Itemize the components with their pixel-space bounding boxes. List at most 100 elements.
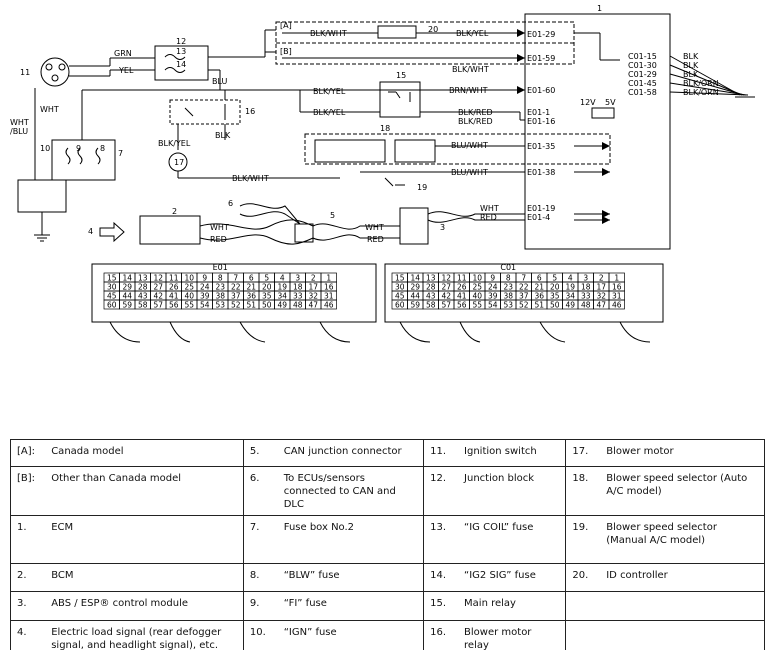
terminal-e01-35: E01-35 bbox=[527, 142, 555, 151]
legend-number: 3. bbox=[10, 591, 46, 621]
connector-pin-number: 10 bbox=[472, 274, 482, 283]
terminal-e01-38: E01-38 bbox=[527, 168, 555, 177]
legend-number: 4. bbox=[10, 620, 46, 650]
legend-text bbox=[600, 620, 766, 650]
connector-pin-number: 39 bbox=[488, 292, 498, 301]
connector-pin-number: 6 bbox=[249, 274, 254, 283]
wire-label-wht-ecm: WHT bbox=[480, 204, 499, 213]
component-number-11: 11 bbox=[20, 68, 30, 77]
connector-pin-number: 9 bbox=[202, 274, 207, 283]
connector-pin-number: 3 bbox=[295, 274, 300, 283]
connector-pin-number: 2 bbox=[599, 274, 604, 283]
legend-text: “IGN” fuse bbox=[277, 620, 425, 650]
connector-pin-number: 55 bbox=[184, 301, 194, 310]
legend-text: Blower motor relay bbox=[458, 620, 567, 650]
component-number-18: 18 bbox=[380, 124, 390, 133]
connector-pin-number: 32 bbox=[308, 292, 318, 301]
ecm-wire-c01-30: BLK bbox=[683, 61, 699, 70]
component-number-17: 17 bbox=[174, 158, 184, 167]
ecm-wire-c01-45: BLK/ORN bbox=[683, 79, 719, 88]
component-number-19: 19 bbox=[417, 183, 427, 192]
connector-pin-number: 45 bbox=[107, 292, 117, 301]
wire-label-blk-wht-mid: BLK/WHT bbox=[452, 65, 489, 74]
component-number-15: 15 bbox=[396, 71, 406, 80]
connector-pin-number: 47 bbox=[308, 301, 318, 310]
legend-text: Other than Canada model bbox=[45, 466, 244, 516]
connector-pin-number: 44 bbox=[122, 292, 132, 301]
component-number-4: 4 bbox=[88, 227, 93, 236]
connector-pin-number: 36 bbox=[534, 292, 544, 301]
component-number-2: 2 bbox=[172, 207, 177, 216]
connector-pin-number: 44 bbox=[410, 292, 420, 301]
ecm-pin-c01-15: C01-15 bbox=[628, 52, 657, 61]
legend-number: 2. bbox=[10, 563, 46, 592]
connector-pin-number: 11 bbox=[169, 274, 179, 283]
connector-pin-number: 19 bbox=[277, 283, 287, 292]
model-marker-b: [B] bbox=[280, 47, 292, 56]
connector-pin-number: 41 bbox=[457, 292, 467, 301]
legend-text: Blower speed selector (Auto A/C model) bbox=[600, 466, 766, 516]
connector-pin-number: 22 bbox=[519, 283, 529, 292]
ecm-pin-c01-58: C01-58 bbox=[628, 88, 657, 97]
wire-label-wht-3: WHT bbox=[365, 223, 384, 232]
legend-number: 1. bbox=[10, 515, 46, 564]
wire-label-blu: BLU bbox=[212, 77, 228, 86]
wire-label-wht-blu: WHT bbox=[10, 118, 29, 127]
component-number-6: 6 bbox=[228, 199, 233, 208]
wire-label-wht-blu-2: /BLU bbox=[10, 127, 28, 136]
legend-number: 8. bbox=[242, 563, 278, 592]
connector-pin-number: 36 bbox=[246, 292, 256, 301]
terminal-e01-29: E01-29 bbox=[527, 30, 555, 39]
connector-c01-outline bbox=[384, 263, 664, 323]
connector-pin-number: 49 bbox=[565, 301, 575, 310]
connector-pin-number: 56 bbox=[457, 301, 467, 310]
connector-pin-number: 38 bbox=[215, 292, 225, 301]
wire-label-blk-red: BLK/RED bbox=[458, 108, 493, 117]
component-number-1: 1 bbox=[597, 4, 602, 13]
connector-pin-number: 17 bbox=[308, 283, 318, 292]
legend-text: ABS / ESP® control module bbox=[45, 591, 244, 621]
connector-pin-number: 29 bbox=[410, 283, 420, 292]
connector-pin-number: 57 bbox=[441, 301, 451, 310]
connector-pin-number: 39 bbox=[200, 292, 210, 301]
wire-label-wht: WHT bbox=[40, 105, 59, 114]
component-number-3: 3 bbox=[440, 223, 445, 232]
connector-pin-number: 1 bbox=[614, 274, 619, 283]
connector-pin-number: 2 bbox=[311, 274, 316, 283]
connector-pin-number: 52 bbox=[231, 301, 241, 310]
legend-number: [A]: bbox=[10, 439, 46, 467]
connector-pin-number: 59 bbox=[410, 301, 420, 310]
voltage-5v: 5V bbox=[605, 98, 616, 107]
legend-number: 12. bbox=[423, 466, 459, 516]
connector-pin-number: 26 bbox=[169, 283, 179, 292]
connector-pin-number: 21 bbox=[246, 283, 256, 292]
connector-pin-number: 29 bbox=[122, 283, 132, 292]
connector-pin-number: 43 bbox=[138, 292, 148, 301]
terminal-e01-59: E01-59 bbox=[527, 54, 555, 63]
component-number-10: 10 bbox=[40, 144, 50, 153]
connector-pin-number: 16 bbox=[612, 283, 622, 292]
connector-pin-number: 34 bbox=[277, 292, 287, 301]
legend-text: To ECUs/sensors connected to CAN and DLC bbox=[277, 466, 425, 516]
connector-pin-number: 13 bbox=[138, 274, 148, 283]
connector-pin-number: 8 bbox=[506, 274, 511, 283]
legend-number bbox=[565, 591, 601, 621]
connector-pin-number: 30 bbox=[107, 283, 117, 292]
connector-pin-number: 47 bbox=[596, 301, 606, 310]
connector-pin-number: 42 bbox=[153, 292, 163, 301]
legend-text: Blower speed selector (Manual A/C model) bbox=[600, 515, 766, 564]
connector-pin-number: 46 bbox=[324, 301, 334, 310]
connector-pin-number: 6 bbox=[537, 274, 542, 283]
legend-text: CAN junction connector bbox=[277, 439, 425, 467]
connector-e01-outline bbox=[91, 263, 377, 323]
wire-label-blk-yel: BLK/YEL bbox=[158, 139, 191, 148]
connector-pin-number: 22 bbox=[231, 283, 241, 292]
legend-text: ECM bbox=[45, 515, 244, 564]
connector-pin-number: 11 bbox=[457, 274, 467, 283]
connector-pin-number: 38 bbox=[503, 292, 513, 301]
connector-pin-number: 48 bbox=[293, 301, 303, 310]
legend-text: Canada model bbox=[45, 439, 244, 467]
connector-pin-number: 9 bbox=[490, 274, 495, 283]
wire-label-red-3: RED bbox=[367, 235, 384, 244]
legend-text: “IG2 SIG” fuse bbox=[458, 563, 567, 592]
